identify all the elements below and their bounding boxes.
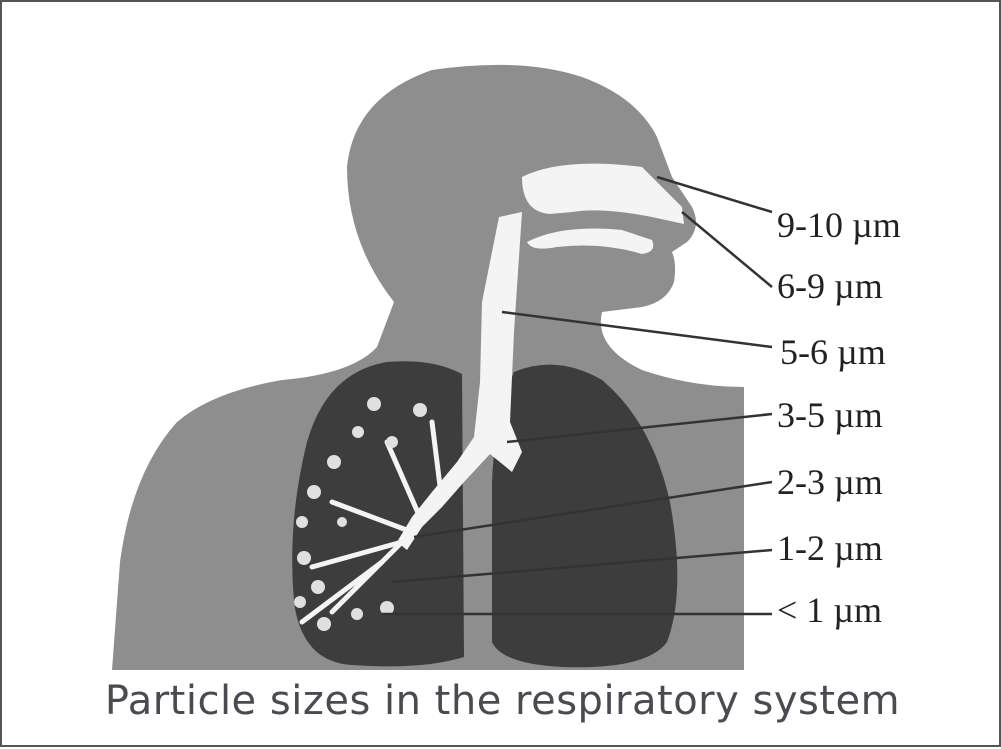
label-alveoli: < 1 µm <box>777 590 882 630</box>
label-nasal-cavity: 6-9 µm <box>777 266 883 306</box>
figure-caption: Particle sizes in the respiratory system <box>2 678 1001 724</box>
label-trachea: 3-5 µm <box>777 395 883 435</box>
leader-nasal-cavity <box>682 212 772 287</box>
label-pharynx: 5-6 µm <box>780 332 886 372</box>
label-nose: 9-10 µm <box>777 205 901 245</box>
label-bronchi: 2-3 µm <box>777 462 883 502</box>
label-bronchioles: 1-2 µm <box>777 528 883 568</box>
